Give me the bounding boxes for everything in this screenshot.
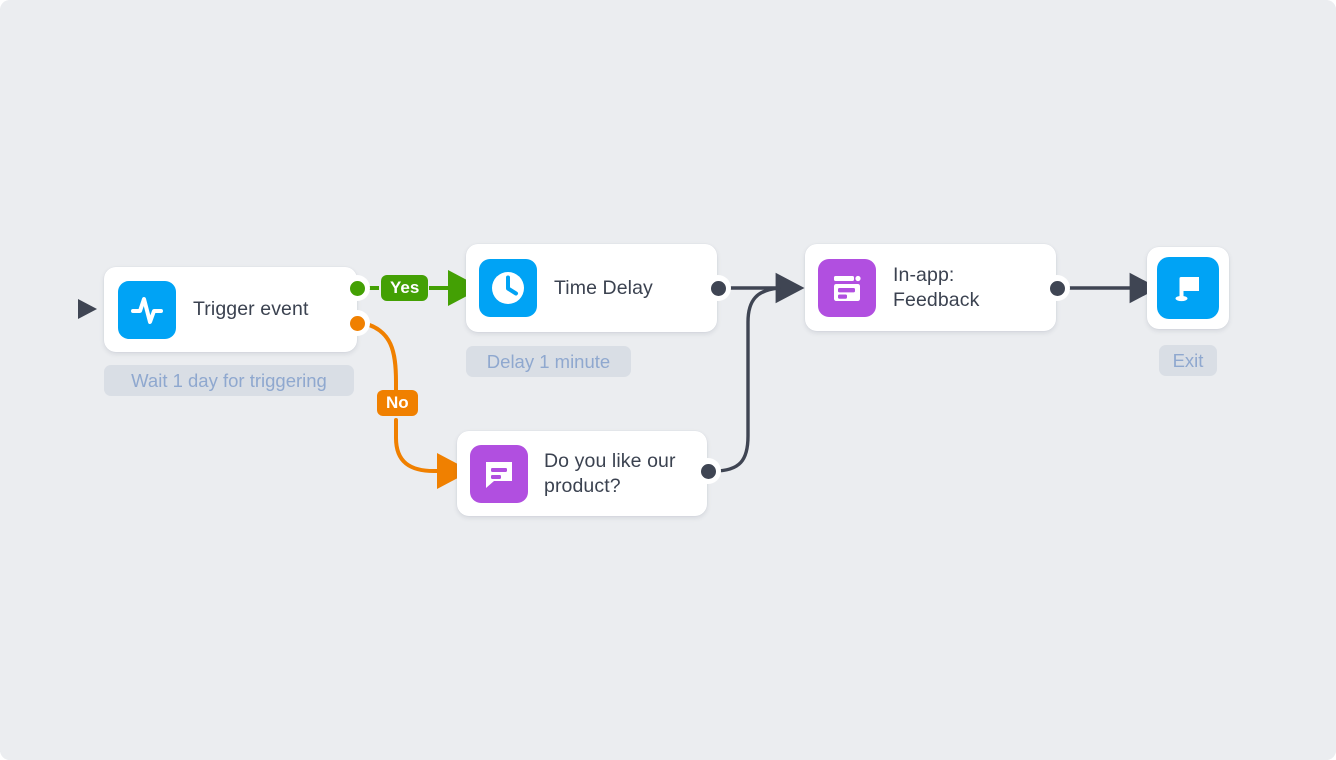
node-trigger-event[interactable]: Trigger event	[104, 267, 357, 352]
node-title: In-app: Feedback	[893, 263, 993, 311]
port-trigger-no[interactable]	[350, 316, 365, 331]
node-title-line2: Feedback	[893, 288, 980, 311]
clock-icon	[479, 259, 537, 317]
pulse-icon	[118, 280, 176, 339]
edge-label-no[interactable]: No	[377, 390, 418, 416]
node-survey-question[interactable]: Do you like our product?	[457, 431, 707, 516]
node-title-line1: In-app:	[893, 264, 955, 287]
sublabel-exit[interactable]: Exit	[1159, 345, 1217, 376]
node-title: Do you like our product?	[544, 449, 690, 497]
node-in-app-feedback[interactable]: In-app: Feedback	[805, 244, 1056, 331]
flag-icon	[1157, 257, 1219, 319]
chat-bubble-icon	[470, 444, 528, 503]
port-survey-out[interactable]	[701, 464, 716, 479]
edge-survey-feedback	[712, 286, 781, 473]
in-app-window-glyph	[834, 275, 861, 301]
in-app-window-icon	[818, 258, 876, 317]
edge-trigger-no	[361, 321, 471, 489]
flag-glyph	[1175, 277, 1199, 302]
pulse-glyph	[131, 296, 163, 324]
port-delay-out[interactable]	[711, 281, 726, 296]
clock-glyph	[492, 272, 524, 304]
chat-bubble-glyph	[486, 461, 512, 488]
edge-entry-dashed	[8, 299, 97, 319]
node-title-line2: product?	[544, 474, 621, 497]
sublabel-time-delay[interactable]: Delay 1 minute	[466, 346, 631, 377]
port-trigger-yes[interactable]	[350, 281, 365, 296]
node-title: Time Delay	[554, 276, 653, 299]
node-exit[interactable]	[1147, 247, 1229, 329]
node-title-line1: Do you like our	[544, 450, 676, 473]
port-feedback-out[interactable]	[1050, 281, 1065, 296]
sublabel-trigger[interactable]: Wait 1 day for triggering	[104, 365, 354, 396]
node-title: Trigger event	[193, 298, 309, 321]
node-time-delay[interactable]: Time Delay	[466, 244, 717, 332]
edge-label-yes[interactable]: Yes	[381, 275, 429, 301]
